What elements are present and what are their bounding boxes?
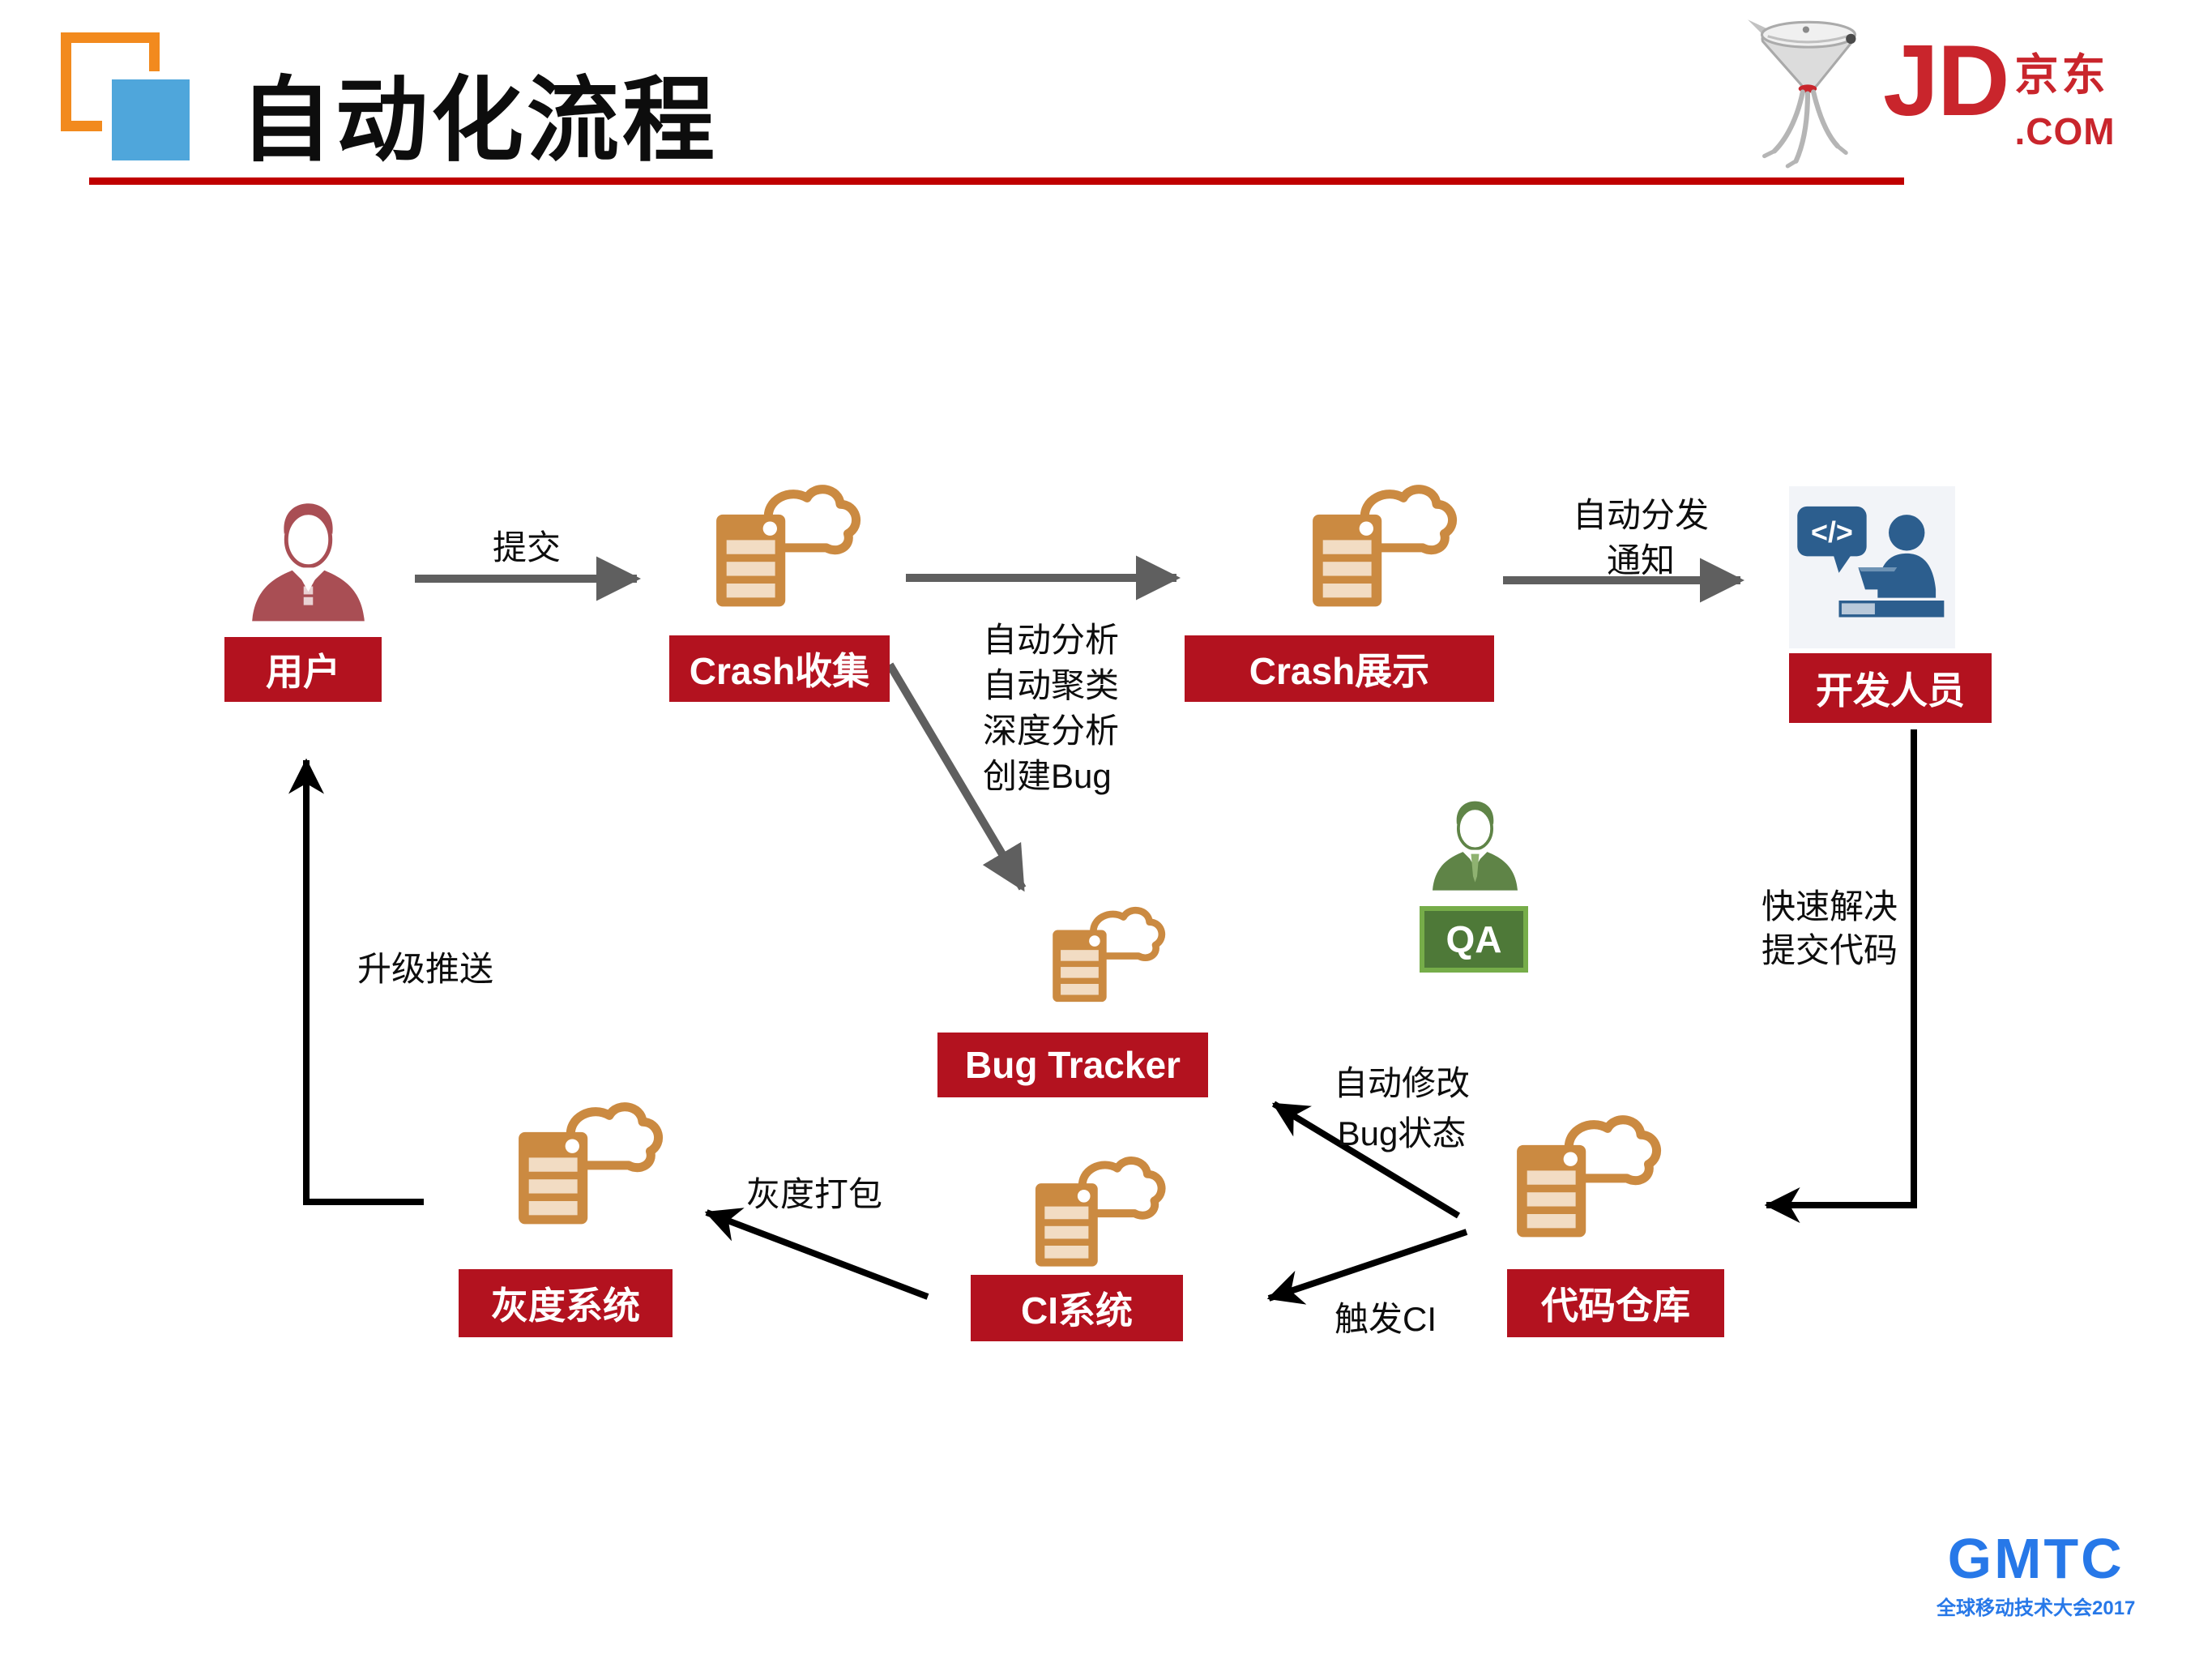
- ci-server-cloud-icon: [1035, 1157, 1166, 1267]
- user-person-icon: [252, 503, 365, 622]
- edge-label-auto-dispatch-line2: 通知: [1606, 541, 1675, 579]
- edge-label-analysis-line2: 自动聚类: [983, 666, 1120, 704]
- node-label-developer: 开发人员: [1789, 653, 1992, 723]
- jd-mascot-dog-icon: [1748, 19, 1856, 169]
- title-underline: [89, 177, 1904, 185]
- edge-label-gray-package: 灰度打包: [745, 1175, 882, 1213]
- edge-label-analysis-line4: 创建Bug: [983, 757, 1112, 795]
- title-decoration-blue-square: [112, 79, 190, 160]
- edge-label-quick-fix-line1: 快速解决: [1761, 887, 1898, 926]
- edge-label-quick-fix-line2: 提交代码: [1761, 931, 1898, 969]
- gmtc-logo: GMTC 全球移动技术大会2017: [1937, 1530, 2135, 1620]
- node-label-bug-tracker: Bug Tracker: [937, 1033, 1208, 1097]
- developer-icon: </>: [1789, 486, 1955, 648]
- jd-logo: JD 京东 .COM: [1740, 11, 2116, 169]
- gray-release-server-cloud-icon: [519, 1102, 663, 1225]
- node-label-qa: QA: [1420, 906, 1528, 973]
- node-label-ci-system: CI系统: [971, 1275, 1183, 1341]
- edge-label-upgrade-push: 升级推送: [357, 950, 493, 988]
- jd-wordmark: JD 京东 .COM: [1883, 25, 2116, 153]
- edge-label-auto-modify-line1: 自动修改: [1333, 1064, 1470, 1102]
- edge-label-analysis-line1: 自动分析: [983, 621, 1120, 659]
- edge-label-trigger-ci: 触发CI: [1334, 1300, 1437, 1338]
- edge-label-auto-dispatch-line1: 自动分发: [1572, 496, 1709, 534]
- edge-label-submit: 提交: [492, 528, 561, 567]
- node-label-crash-display: Crash展示: [1185, 635, 1494, 702]
- gmtc-subtitle: 全球移动技术大会2017: [1937, 1597, 2136, 1619]
- gmtc-wordmark: GMTC: [1947, 1527, 2124, 1590]
- crash-display-server-cloud-icon: [1313, 485, 1457, 607]
- jd-letters: JD: [1883, 25, 2010, 137]
- edge-label-analysis-line3: 深度分析: [983, 712, 1120, 750]
- edge-label-auto-modify: 自动修改 Bug状态: [1321, 1058, 1483, 1159]
- node-label-gray-release: 灰度系统: [459, 1269, 673, 1337]
- edge-label-quick-fix: 快速解决 提交代码: [1740, 885, 1919, 973]
- qa-person-icon: [1433, 801, 1518, 891]
- edge-label-analysis: 自动分析 自动聚类 深度分析 创建Bug: [983, 618, 1119, 799]
- arrow-code-repo-to-ci: [1266, 1229, 1468, 1305]
- page-title: 自动化流程: [240, 70, 719, 173]
- edge-label-auto-dispatch: 自动分发 通知: [1531, 493, 1750, 584]
- developer-code-bubble-text: </>: [1811, 516, 1853, 549]
- arrow-ci-to-gray-release: [704, 1208, 929, 1300]
- node-label-code-repo: 代码仓库: [1507, 1269, 1724, 1337]
- bug-tracker-server-cloud-icon: [1053, 907, 1166, 1003]
- jd-com: .COM: [2014, 110, 2116, 152]
- jd-chinese: 京东: [2014, 51, 2109, 100]
- crash-collect-server-cloud-icon: [716, 485, 860, 607]
- node-label-crash-collect: Crash收集: [669, 635, 890, 702]
- code-repo-server-cloud-icon: [1517, 1115, 1661, 1238]
- edge-label-auto-modify-line2: Bug状态: [1337, 1114, 1467, 1152]
- node-label-user: 用户: [224, 637, 382, 702]
